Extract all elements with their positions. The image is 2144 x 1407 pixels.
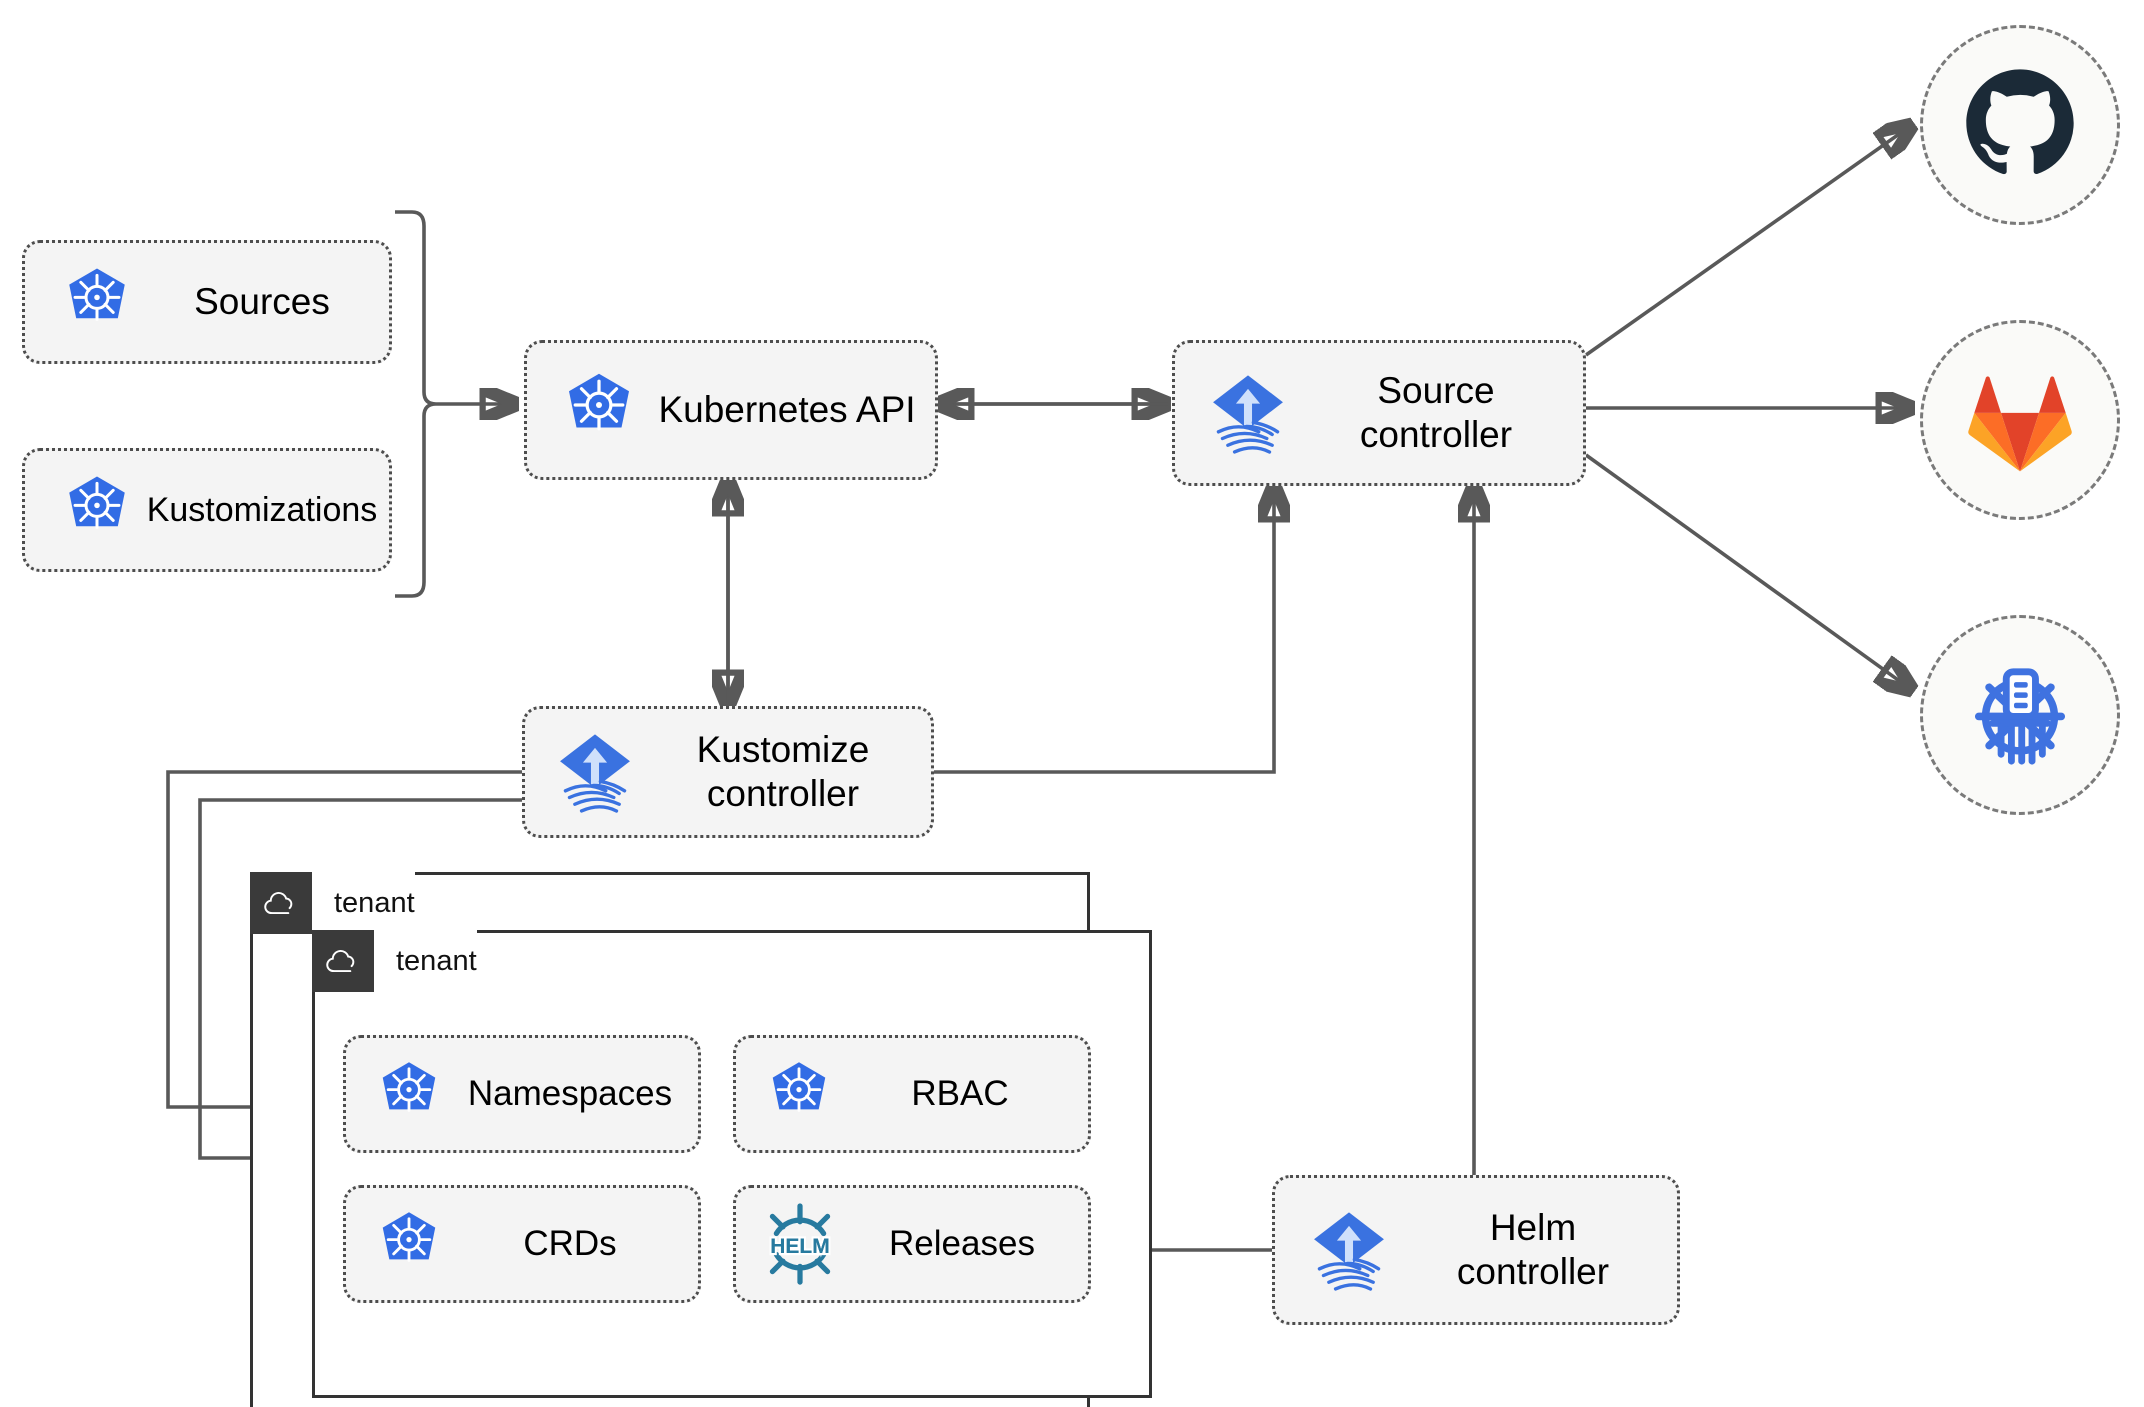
connector-source-to-helm-repository	[1584, 453, 1912, 690]
node-label: Source controller	[1359, 370, 1513, 455]
node-source-controller[interactable]: Source controller	[1172, 340, 1586, 486]
node-label: Kustomize controller	[696, 729, 870, 814]
node-helm-controller[interactable]: Helm controller	[1272, 1175, 1680, 1325]
provider-helm-repository[interactable]	[1920, 615, 2120, 815]
tenant-box-2[interactable]: tenant Namespaces	[312, 930, 1152, 1398]
node-rbac[interactable]: RBAC	[733, 1035, 1091, 1153]
kubernetes-icon	[49, 462, 145, 558]
kubernetes-icon	[756, 1051, 842, 1137]
flux-icon	[545, 722, 645, 822]
node-label: Namespaces	[467, 1074, 673, 1114]
connector-source-to-github	[1584, 125, 1912, 357]
tenant-label: tenant	[334, 886, 415, 919]
node-kubernetes-api[interactable]: Kubernetes API	[524, 340, 938, 480]
node-label: Helm controller	[1456, 1207, 1610, 1292]
node-label: RBAC	[911, 1074, 1009, 1114]
helm-icon: HELM HELM	[754, 1198, 846, 1290]
connector-kustomize-to-source	[930, 486, 1274, 774]
github-icon	[1964, 67, 2076, 184]
kubernetes-icon	[549, 360, 649, 460]
node-label: Sources	[194, 281, 330, 323]
node-kustomizations[interactable]: Kustomizations	[22, 448, 392, 572]
helm-repository-icon	[1965, 658, 2075, 773]
node-label: Kustomizations	[146, 490, 378, 529]
node-kustomize-controller[interactable]: Kustomize controller	[522, 706, 934, 838]
provider-github[interactable]	[1920, 25, 2120, 225]
tenant-tab-2: tenant	[312, 930, 477, 992]
tenant-tab-1: tenant	[250, 872, 415, 934]
node-sources[interactable]: Sources	[22, 240, 392, 364]
flux-icon	[1197, 362, 1299, 464]
node-crds[interactable]: CRDs	[343, 1185, 701, 1303]
tenant-label: tenant	[396, 944, 477, 977]
gitlab-icon	[1962, 363, 2078, 478]
svg-text:HELM: HELM	[770, 1235, 830, 1258]
cloud-icon	[250, 872, 312, 934]
node-namespaces[interactable]: Namespaces	[343, 1035, 701, 1153]
group-brace	[395, 210, 437, 598]
kubernetes-icon	[366, 1051, 452, 1137]
node-label: Kubernetes API	[658, 389, 916, 431]
node-label: Releases	[889, 1224, 1035, 1264]
provider-gitlab[interactable]	[1920, 320, 2120, 520]
svg-text:HELM: HELM	[770, 1235, 830, 1258]
cloud-icon	[312, 930, 374, 992]
flux-icon	[1299, 1200, 1399, 1300]
kubernetes-icon	[49, 254, 145, 350]
kubernetes-icon	[366, 1201, 452, 1287]
node-label: CRDs	[523, 1224, 617, 1264]
node-releases[interactable]: HELM HELM Releases	[733, 1185, 1091, 1303]
